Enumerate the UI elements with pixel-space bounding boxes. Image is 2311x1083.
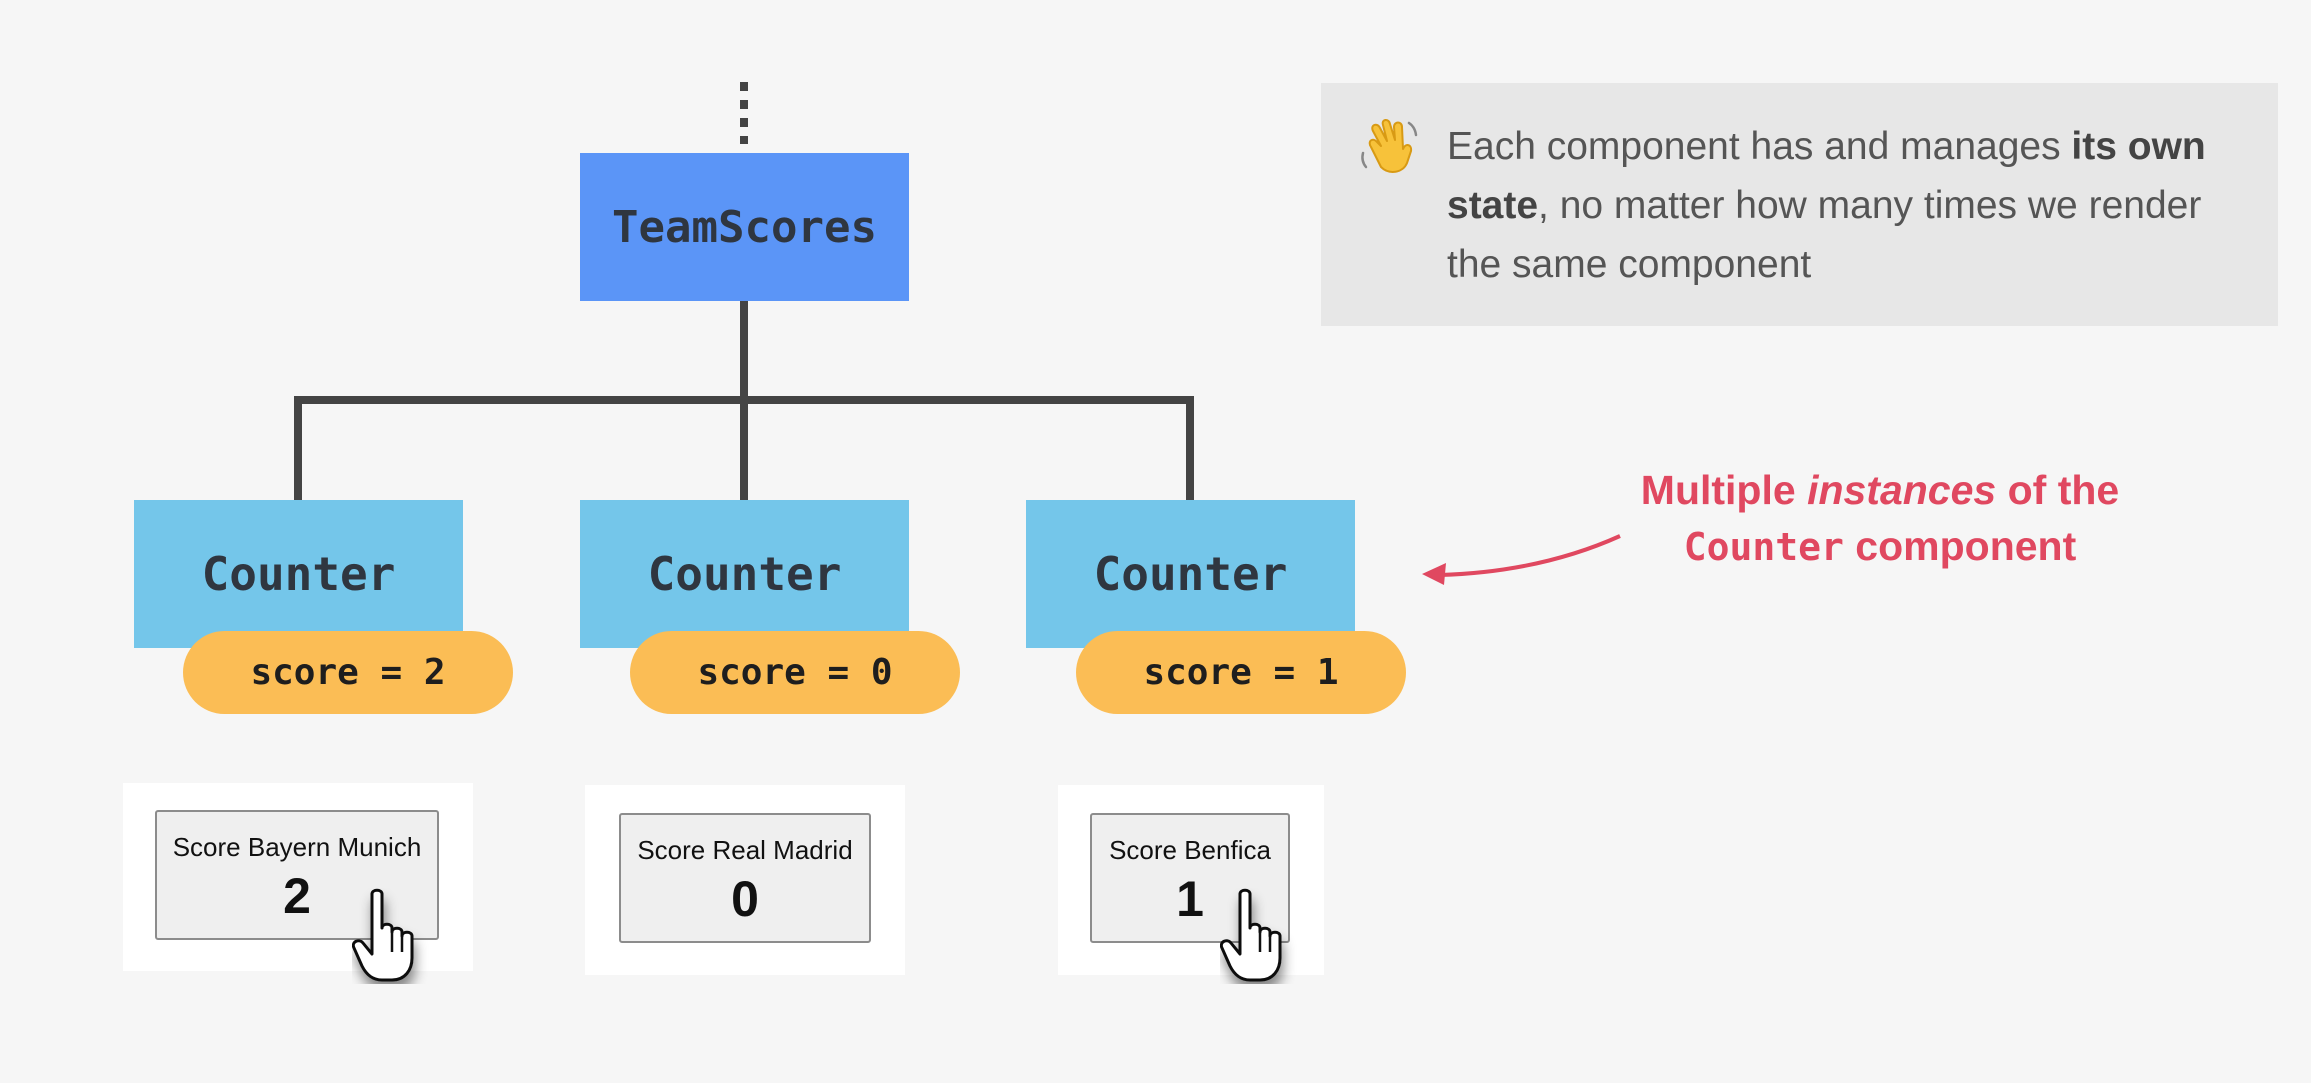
state-pill-3: score = 1 <box>1076 631 1406 714</box>
hand-pointer-icon <box>352 888 414 982</box>
score-button-real-madrid[interactable]: Score Real Madrid 0 <box>619 813 871 943</box>
hand-pointer-icon <box>1220 888 1282 982</box>
score-button-label: Score Bayern Munich <box>172 832 422 862</box>
score-button-benfica[interactable]: Score Benfica 1 <box>1090 813 1290 943</box>
score-button-label: Score Real Madrid <box>637 835 853 865</box>
annotation-line-2: Counter component <box>1560 518 2200 575</box>
arrow-head-icon <box>1422 563 1446 585</box>
annotation-text: Multiple <box>1640 467 1808 513</box>
note-text-part: Each component has and manages <box>1447 125 2072 168</box>
score-value: 2 <box>283 868 311 924</box>
counter-node-2: Counter <box>580 500 909 648</box>
annotation-arrow <box>1439 534 1621 577</box>
counter-node-3: Counter <box>1026 500 1355 648</box>
instances-annotation: Multiple instances of the Counter compon… <box>1560 462 2200 575</box>
score-button-label: Score Benfica <box>1109 835 1271 865</box>
score-value: 0 <box>731 871 759 927</box>
teamscores-node: TeamScores <box>580 153 909 301</box>
state-pill-1: score = 2 <box>183 631 513 714</box>
annotation-line-1: Multiple instances of the <box>1560 462 2200 518</box>
score-value: 1 <box>1176 871 1204 927</box>
annotation-text: component <box>1843 523 2077 569</box>
note-text-bold: its own state <box>1447 125 2206 227</box>
annotation-emphasis: instances <box>1807 467 1997 513</box>
score-button-bayern[interactable]: Score Bayern Munich 2 <box>155 810 439 940</box>
note-text: Each component has and manages its own s… <box>1447 117 2247 294</box>
annotation-text: of the <box>1996 467 2120 513</box>
counter-node-1: Counter <box>134 500 463 648</box>
annotation-code: Counter <box>1683 525 1844 569</box>
waving-hand-icon <box>1361 119 1418 173</box>
info-note: Each component has and manages its own s… <box>1321 83 2278 326</box>
note-text-part: , no matter how many times we render the… <box>1447 184 2202 286</box>
state-pill-2: score = 0 <box>630 631 960 714</box>
